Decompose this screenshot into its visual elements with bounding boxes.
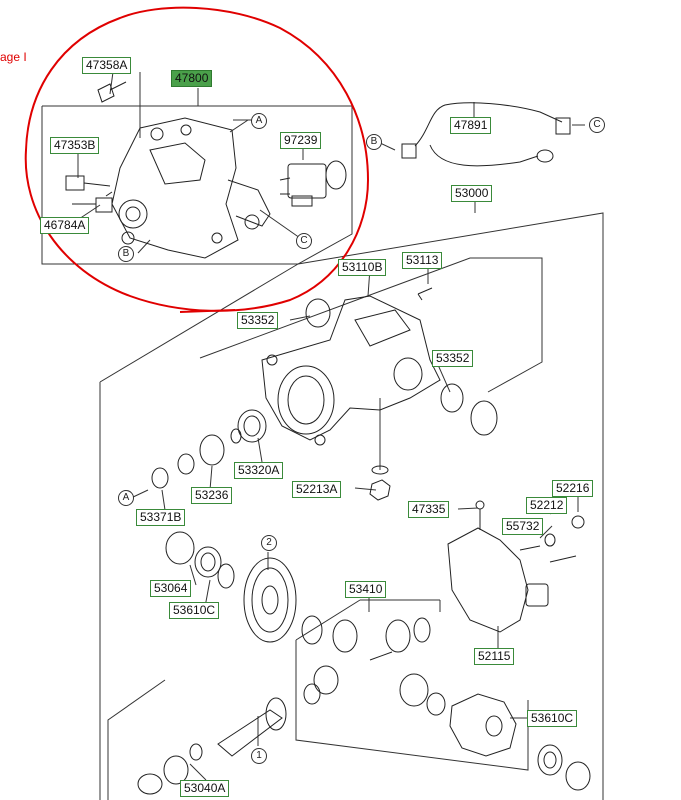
- part-label-53610c-left[interactable]: 53610C: [169, 602, 220, 619]
- differential-frame: [295, 640, 529, 771]
- callout-b-harness: B: [366, 134, 382, 150]
- differential-gears: [301, 615, 446, 716]
- rear-cover-52115: [447, 500, 549, 633]
- part-label-53000[interactable]: 53000: [451, 185, 493, 202]
- part-label-97239[interactable]: 97239: [280, 132, 322, 149]
- part-label-47358a[interactable]: 47358A: [82, 57, 132, 74]
- callout-a-top: A: [251, 113, 267, 129]
- part-label-55732[interactable]: 55732: [502, 518, 544, 535]
- part-label-53352-right[interactable]: 53352: [432, 350, 474, 367]
- part-label-53113[interactable]: 53113: [402, 252, 443, 269]
- sensor-47353b: [65, 175, 111, 191]
- part-label-53236[interactable]: 53236: [191, 487, 233, 504]
- part-label-53064[interactable]: 53064: [150, 580, 192, 597]
- plugs-and-pins: [519, 515, 585, 563]
- part-label-52212[interactable]: 52212: [526, 497, 568, 514]
- part-label-53110b[interactable]: 53110B: [338, 259, 387, 276]
- seal-53352-right: [440, 383, 464, 413]
- part-label-47353b[interactable]: 47353B: [50, 137, 100, 154]
- callout-b-top: B: [118, 246, 134, 262]
- part-label-53371b[interactable]: 53371B: [136, 509, 186, 526]
- part-label-47335[interactable]: 47335: [408, 501, 450, 518]
- ring-gear: [243, 557, 297, 643]
- part-label-52213a[interactable]: 52213A: [292, 481, 342, 498]
- callout-c-top: C: [296, 233, 312, 249]
- carrier-housing: [261, 295, 441, 446]
- bearing-stack: [151, 409, 267, 489]
- side-bearing-left: [165, 531, 235, 589]
- seal-53352-left: [305, 298, 331, 328]
- differential-case: [449, 693, 517, 757]
- callout-a-left: A: [118, 490, 134, 506]
- connector-46784a: [72, 197, 113, 213]
- bolt-47358a: [97, 81, 127, 103]
- bolt-53113: [417, 287, 433, 301]
- washer-52213a: [371, 465, 389, 475]
- part-label-53040a[interactable]: 53040A: [180, 780, 230, 797]
- assembly-frame-main: [99, 263, 299, 383]
- carrier-frame: [199, 257, 543, 393]
- part-label-53610c-right[interactable]: 53610C: [527, 710, 578, 727]
- flange-right: [470, 400, 498, 436]
- assembly-frame-right: [297, 212, 604, 800]
- side-bearing-right: [537, 744, 591, 791]
- wire-harness-47891: [401, 102, 571, 167]
- nut-52213a: [369, 479, 391, 501]
- red-annotation-circle: [24, 6, 370, 313]
- assembly-frame-upper: [41, 105, 353, 265]
- annotation-text: age I: [0, 50, 27, 64]
- part-label-46784a[interactable]: 46784A: [40, 217, 90, 234]
- part-label-47800[interactable]: 47800: [171, 70, 213, 87]
- actuator-97239: [279, 160, 347, 207]
- part-label-53410[interactable]: 53410: [345, 581, 387, 598]
- rear-differential-assembly: [105, 117, 271, 259]
- part-label-47891[interactable]: 47891: [450, 117, 492, 134]
- callout-number-1: 1: [251, 748, 267, 764]
- part-label-52115[interactable]: 52115: [474, 648, 515, 665]
- drive-pinion: [137, 697, 287, 795]
- part-label-53352-left[interactable]: 53352: [237, 312, 279, 329]
- callout-c-harness: C: [589, 117, 605, 133]
- pinion-frame: [107, 679, 166, 800]
- part-label-53320a[interactable]: 53320A: [234, 462, 284, 479]
- part-label-52216[interactable]: 52216: [552, 480, 594, 497]
- callout-number-2: 2: [261, 535, 277, 551]
